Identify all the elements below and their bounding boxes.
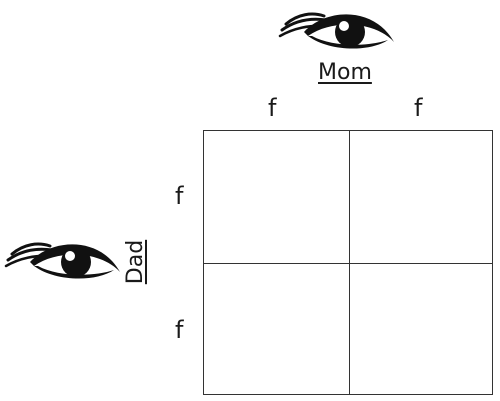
punnett-square: [203, 130, 493, 395]
grid-horizontal-divider: [204, 263, 492, 264]
punnett-cell-4[interactable]: [349, 263, 494, 396]
dad-label: Dad: [123, 239, 148, 285]
dad-allele-1: f: [175, 182, 184, 210]
mom-eye-icon: [278, 6, 396, 54]
punnett-cell-3[interactable]: [204, 263, 349, 396]
mom-allele-2: f: [414, 94, 423, 122]
dad-eye-icon: [4, 236, 122, 284]
grid-vertical-divider: [349, 131, 350, 394]
mom-allele-1: f: [268, 94, 277, 122]
dad-allele-2: f: [175, 316, 184, 344]
mom-label: Mom: [318, 60, 372, 85]
punnett-cell-1[interactable]: [204, 131, 349, 263]
punnett-cell-2[interactable]: [349, 131, 494, 263]
